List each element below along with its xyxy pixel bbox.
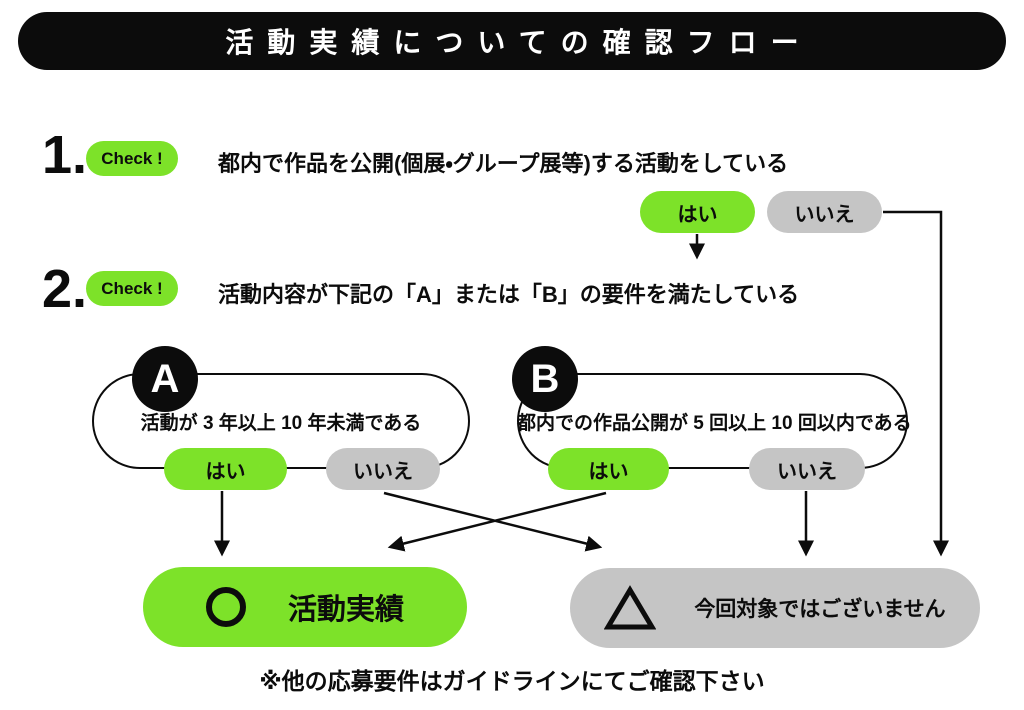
- branch-b-no-label: いいえ: [777, 460, 837, 483]
- step2-question: 活動内容が下記の「A」または「B」の要件を満たしている: [218, 282, 800, 307]
- branch-a-no-pill: いいえ: [326, 448, 440, 490]
- branch-a-yes-label: はい: [205, 460, 246, 483]
- step1-no-label: いいえ: [794, 203, 855, 226]
- step1-check-label: Check !: [101, 148, 163, 168]
- step1-yes-pill: はい: [640, 191, 755, 233]
- step1-no-pill: いいえ: [767, 191, 882, 233]
- result-pass-pill: 活動実績: [143, 567, 467, 647]
- branch-b-condition: 都内での作品公開が 5 回以上 10 回以内である: [517, 413, 912, 434]
- branch-a-condition: 活動が 3 年以上 10 年未満である: [140, 413, 422, 434]
- step1-number: 1.: [42, 125, 88, 185]
- step2-check-label: Check !: [101, 278, 163, 298]
- result-fail-pill: 今回対象ではございません: [570, 568, 980, 648]
- branch-b-yes-pill: はい: [548, 448, 669, 490]
- step2-check-badge: Check !: [86, 271, 178, 306]
- step1-yes-label: はい: [677, 203, 718, 226]
- step1-check-badge: Check !: [86, 141, 178, 176]
- footer-note: ※他の応募要件はガイドラインにてご確認下さい: [259, 668, 765, 694]
- page-title: 活動実績についての確認フロー: [225, 27, 813, 58]
- arrow-step1-no-to-fail: [883, 210, 950, 557]
- arrow-branch-a-no-to-fail: [383, 491, 603, 552]
- branch-a-no-label: いいえ: [353, 460, 413, 483]
- result-pass-label: 活動実績: [287, 594, 404, 626]
- branch-b-yes-label: はい: [588, 460, 629, 483]
- result-fail-label: 今回対象ではございません: [694, 598, 946, 621]
- title-banner: 活動実績についての確認フロー: [18, 12, 1006, 70]
- branch-b-badge: B: [512, 346, 578, 412]
- branch-a-yes-pill: はい: [164, 448, 287, 490]
- step1-question: 都内で作品を公開(個展・グループ展等)する活動をしている: [218, 151, 789, 176]
- branch-a-badge: A: [132, 346, 198, 412]
- triangle-icon: [604, 585, 657, 630]
- branch-b-no-pill: いいえ: [749, 448, 865, 490]
- arrow-branch-b-yes-to-pass: [387, 491, 607, 552]
- step2-number: 2.: [42, 259, 88, 319]
- branch-b-outline: [517, 373, 908, 469]
- circle-icon: [205, 587, 246, 627]
